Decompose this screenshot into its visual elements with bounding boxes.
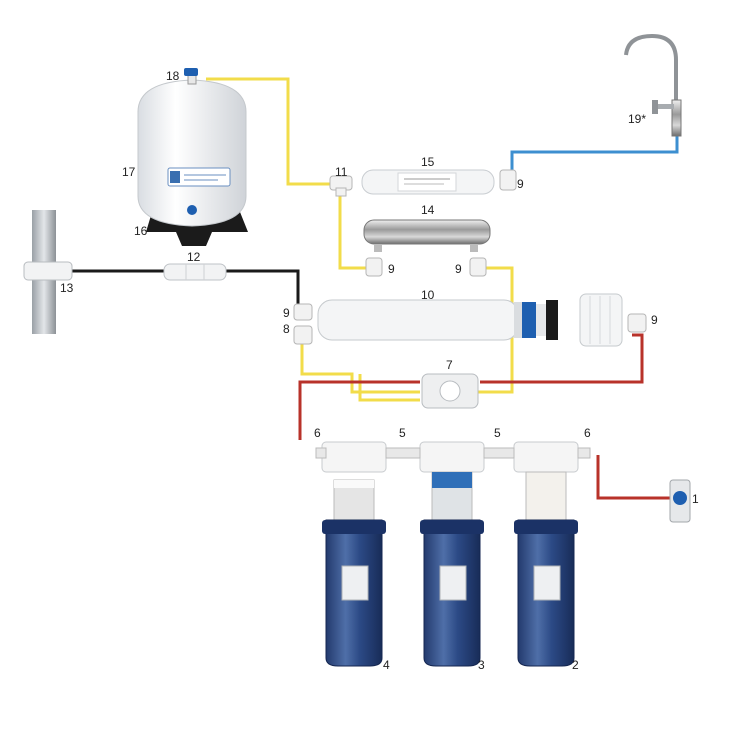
label-7: 7 <box>446 358 453 372</box>
pipe-membrane-to-restrictor <box>300 344 420 394</box>
faucet-spout <box>624 33 678 132</box>
label-13: 13 <box>60 281 74 295</box>
post-carbon-filter <box>361 169 495 195</box>
label-4: 4 <box>383 658 390 672</box>
label-6b: 6 <box>584 426 591 440</box>
fittings <box>293 169 647 345</box>
ro-membrane-housing <box>317 293 623 347</box>
label-5b: 5 <box>494 426 501 440</box>
storage-tank <box>137 68 248 246</box>
label-9-uv-out: 9 <box>455 262 462 276</box>
tank-air-valve <box>187 205 197 215</box>
tank-body <box>137 79 247 227</box>
label-9-membrane-left: 9 <box>283 306 290 320</box>
pipe-tank-to-tee <box>206 77 333 186</box>
uv-sterilizer <box>363 219 491 252</box>
pipe-postfilter-to-faucet <box>510 128 679 178</box>
filter-2-cartridge <box>525 471 567 521</box>
pipe-restrictor-to-membrane-end <box>480 333 644 384</box>
elbow-fitting-uv-out <box>469 257 487 277</box>
pipes <box>72 77 679 500</box>
check-valve-body <box>163 263 227 281</box>
label-1: 1 <box>692 492 699 506</box>
connector-3-2 <box>483 447 515 459</box>
label-3: 3 <box>478 658 485 672</box>
label-2: 2 <box>572 658 579 672</box>
tank-valve-handle <box>184 68 198 76</box>
label-12: 12 <box>187 250 201 264</box>
label-17: 17 <box>122 165 136 179</box>
prefilter-stage-4 <box>315 441 387 667</box>
housing-2-cap <box>513 441 579 473</box>
feed-valve-knob <box>673 491 687 505</box>
label-18: 18 <box>166 69 180 83</box>
pipe-restrictor-bypass <box>358 374 420 402</box>
drain-pipe <box>23 210 73 334</box>
elbow-fitting-post-out <box>499 169 517 191</box>
membrane-cap <box>579 293 623 347</box>
elbow-fitting-membrane-drain <box>293 303 313 321</box>
pipe-drain <box>72 269 300 310</box>
check-valve <box>163 263 227 281</box>
label-10: 10 <box>421 288 435 302</box>
pipe-feed-to-stage1 <box>596 455 670 500</box>
drain-saddle <box>23 261 73 281</box>
label-8: 8 <box>283 322 290 336</box>
flow-restrictor <box>421 373 479 409</box>
housing-connectors <box>385 447 515 459</box>
pipe-tee-to-uv <box>338 192 372 270</box>
label-19: 19* <box>628 112 646 126</box>
pipe-prefilter-to-membrane <box>298 380 420 440</box>
housing-4-cap <box>321 441 387 473</box>
part-labels: 1 2 3 4 5 5 6 6 7 8 9 9 9 9 9 10 11 12 1… <box>60 69 699 672</box>
label-9-uv-in: 9 <box>388 262 395 276</box>
prefilter-stage-3 <box>419 441 485 667</box>
tank-label <box>167 167 231 187</box>
elbow-fitting-membrane-out <box>293 325 313 345</box>
housing-3-cap <box>419 441 485 473</box>
faucet <box>624 33 682 137</box>
faucet-body <box>671 99 682 137</box>
connector-4-3 <box>385 447 421 459</box>
elbow-fitting-uv-in <box>365 257 383 277</box>
label-14: 14 <box>421 203 435 217</box>
label-6a: 6 <box>314 426 321 440</box>
label-5a: 5 <box>399 426 406 440</box>
prefilter-stage-2 <box>513 441 591 667</box>
membrane-body <box>317 299 519 341</box>
membrane-black-ring <box>546 300 558 340</box>
uv-body <box>363 219 491 245</box>
label-15: 15 <box>421 155 435 169</box>
label-9-postfilter: 9 <box>517 177 524 191</box>
membrane-blue-ring <box>522 302 536 338</box>
label-11: 11 <box>335 165 348 179</box>
faucet-lever <box>656 104 674 109</box>
elbow-fitting-membrane-in <box>627 313 647 333</box>
label-16: 16 <box>134 224 148 238</box>
label-9-membrane-right: 9 <box>651 313 658 327</box>
feed-water-valve <box>669 479 691 523</box>
